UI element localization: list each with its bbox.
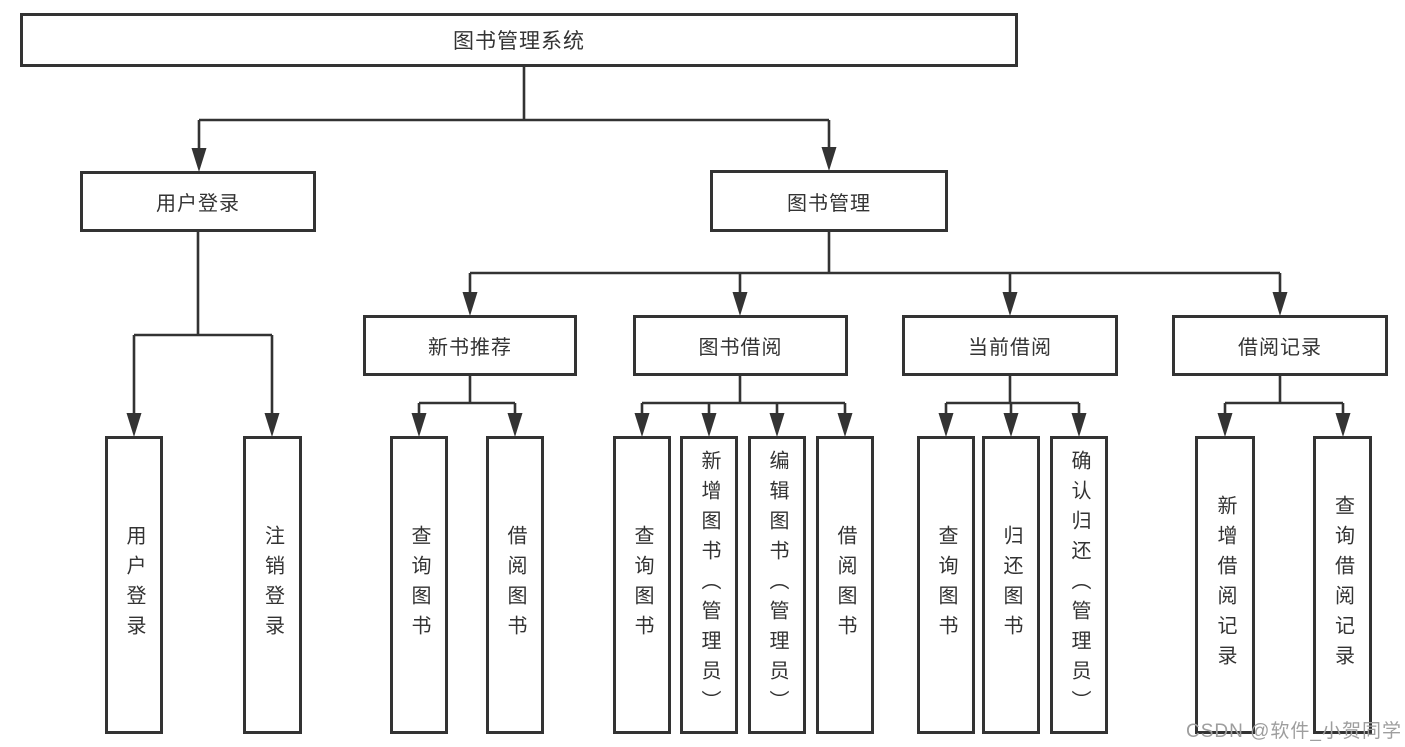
arrowhead — [938, 413, 954, 437]
node-label: 编辑图书（管理员） — [766, 450, 788, 720]
arrowhead — [732, 292, 748, 316]
node-label: 查询图书 — [631, 525, 653, 645]
node-leaf-borrow-books-recommend: 借阅图书 — [486, 436, 544, 734]
node-current-borrowing: 当前借阅 — [902, 315, 1118, 376]
connector-new-book — [417, 376, 517, 425]
node-user-login: 用户登录 — [80, 171, 316, 232]
arrowhead — [1002, 292, 1018, 316]
node-book-borrowing: 图书借阅 — [633, 315, 848, 376]
node-leaf-borrow-books: 借阅图书 — [816, 436, 874, 734]
arrowhead — [1071, 413, 1087, 437]
arrowhead — [264, 413, 280, 437]
node-label: 图书借阅 — [698, 337, 783, 359]
arrowhead — [769, 413, 785, 437]
arrowhead — [701, 413, 717, 437]
node-label: 注销登录 — [261, 525, 284, 645]
node-leaf-query-books-recommend: 查询图书 — [390, 436, 448, 734]
arrowhead — [837, 413, 853, 437]
connector-book-borrowing — [640, 376, 847, 425]
connector-book-management — [468, 232, 1282, 304]
node-label: 用户登录 — [123, 525, 145, 645]
node-library-management-system: 图书管理系统 — [20, 13, 1018, 67]
arrowhead — [507, 413, 523, 437]
arrowhead — [821, 147, 837, 171]
node-label: 新书推荐 — [428, 337, 512, 359]
node-leaf-logout: 注销登录 — [243, 436, 302, 734]
node-label: 查询借阅记录 — [1331, 495, 1354, 675]
arrowhead — [1003, 413, 1019, 437]
node-leaf-add-books-admin: 新增图书（管理员） — [680, 436, 738, 734]
node-leaf-query-books-borrowing: 查询图书 — [613, 436, 671, 734]
node-leaf-query-borrow-record: 查询借阅记录 — [1313, 436, 1372, 734]
node-label: 当前借阅 — [968, 337, 1052, 359]
node-leaf-edit-books-admin: 编辑图书（管理员） — [748, 436, 806, 734]
connector-borrowing-records — [1223, 376, 1345, 425]
connector-root — [197, 67, 831, 160]
node-label: 查询图书 — [408, 525, 430, 645]
node-label: 借阅图书 — [834, 525, 856, 645]
node-label: 借阅记录 — [1238, 337, 1322, 359]
node-label: 确认归还（管理员） — [1068, 450, 1090, 720]
arrowhead — [1217, 413, 1233, 437]
arrowhead — [1272, 292, 1288, 316]
node-label: 新增借阅记录 — [1214, 495, 1236, 675]
node-label: 归还图书 — [1000, 525, 1022, 645]
node-leaf-query-books-current: 查询图书 — [917, 436, 975, 734]
node-leaf-user-login: 用户登录 — [105, 436, 163, 734]
csdn-watermark: CSDN @软件_小贺同学 — [1186, 721, 1402, 742]
node-new-book-recommendation: 新书推荐 — [363, 315, 577, 376]
arrowhead — [191, 148, 207, 172]
node-label: 图书管理 — [787, 192, 871, 215]
node-book-management: 图书管理 — [710, 170, 948, 232]
node-label: 借阅图书 — [504, 525, 526, 645]
node-label: 用户登录 — [156, 193, 240, 215]
arrowhead — [634, 413, 650, 437]
node-label: 查询图书 — [935, 525, 957, 645]
arrowhead — [462, 292, 478, 316]
node-label: 图书管理系统 — [453, 30, 585, 53]
arrowhead — [1335, 413, 1351, 437]
node-leaf-return-books: 归还图书 — [982, 436, 1040, 734]
node-label: 新增图书（管理员） — [698, 450, 720, 720]
arrowhead — [126, 413, 142, 437]
node-borrowing-records: 借阅记录 — [1172, 315, 1388, 376]
arrowhead — [411, 413, 427, 437]
connector-user-login — [132, 232, 274, 425]
node-leaf-add-borrow-record: 新增借阅记录 — [1195, 436, 1255, 734]
node-leaf-confirm-return-admin: 确认归还（管理员） — [1050, 436, 1108, 734]
